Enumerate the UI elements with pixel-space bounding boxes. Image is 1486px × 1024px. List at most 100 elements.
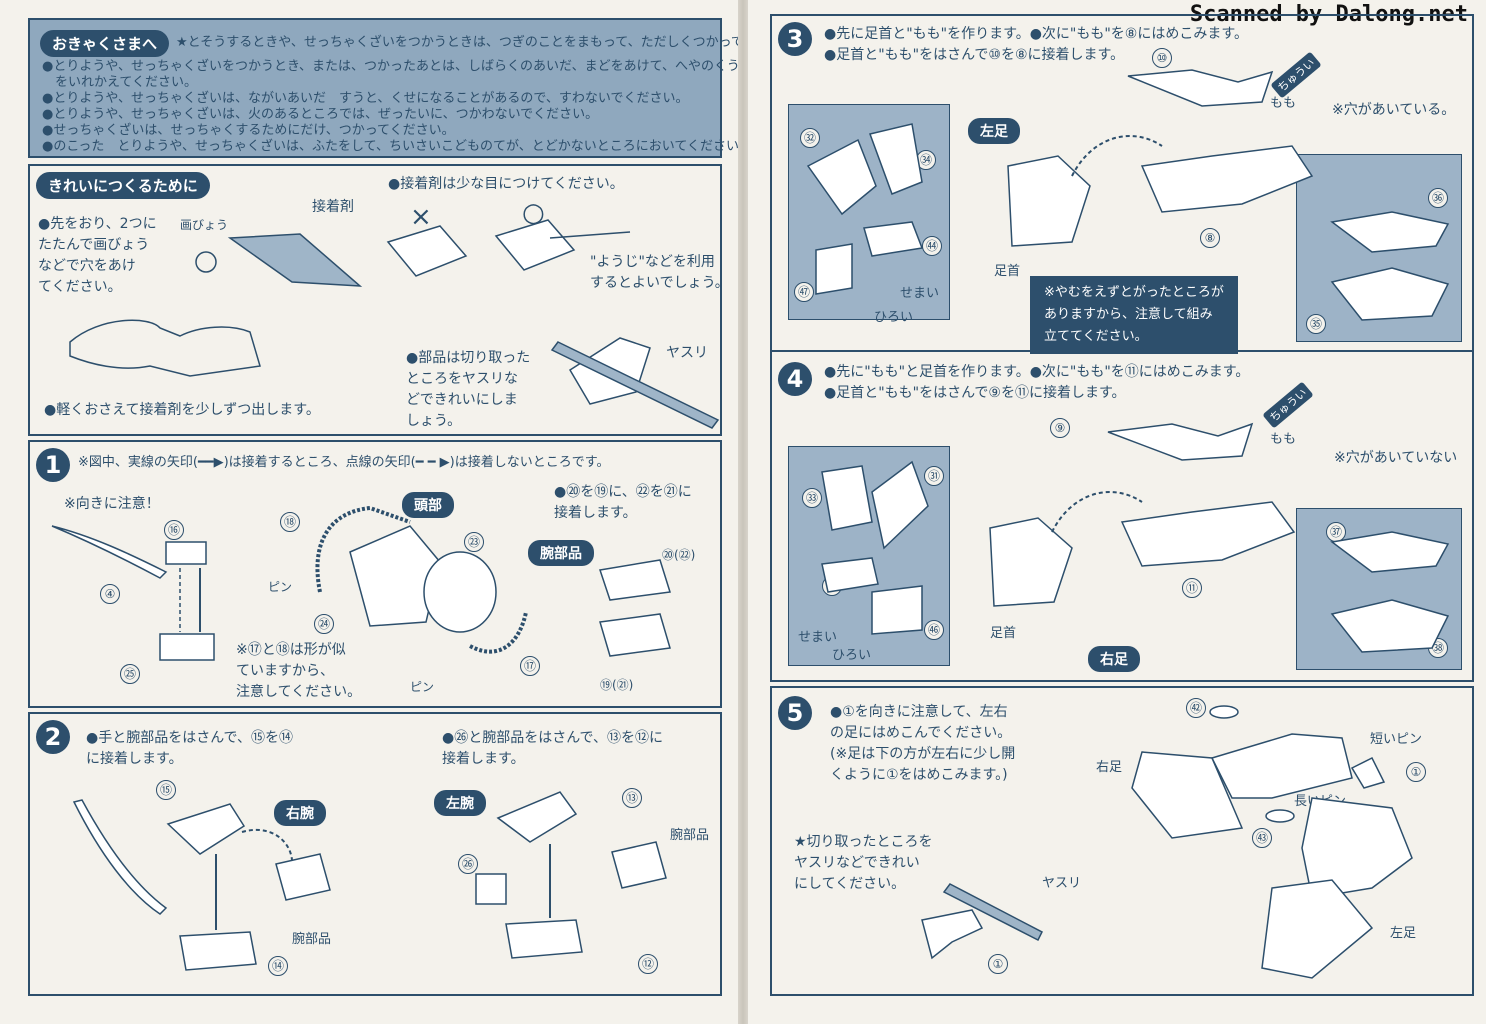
- arm-part-label: 腕部品: [292, 932, 332, 947]
- tips-title: きれいにつくるために: [36, 172, 210, 199]
- part-number: ㊷: [1186, 698, 1206, 718]
- part-number: ⑳(㉒): [662, 548, 696, 562]
- step-5: 5 ●①を向きに注意して、左右 の足にはめこんでください。 (※足は下の方が左右…: [770, 686, 1474, 996]
- customer-notice-item: ●とりようや、せっちゃくざいをつかうとき、または、つかったあとは、しばらくのあい…: [42, 59, 753, 74]
- wide-label: ひろい: [832, 648, 872, 663]
- narrow-label: せまい: [798, 630, 838, 645]
- left-arm-tag: 左腕: [434, 790, 486, 816]
- step-2-right-arm-instruction: ●手と腕部品をはさんで、⑮を⑭ に接着します。: [86, 730, 293, 767]
- part-number: ㉟: [1306, 314, 1326, 334]
- page-gutter: [738, 0, 748, 1024]
- head-back-icon: [423, 551, 497, 633]
- part-number: ⑬: [622, 788, 642, 808]
- arm-joint-icon: [611, 841, 667, 889]
- part-number: ⑩: [1152, 48, 1172, 68]
- customer-notice-item: ●のこった とりようや、せっちゃくざいは、ふたをして、ちいさいこどものてが、とど…: [42, 139, 752, 154]
- part-number: ㊸: [1252, 828, 1272, 848]
- direction-note: ※向きに注意！: [64, 496, 160, 512]
- ankle-left-icon: [806, 138, 877, 216]
- thigh-label: もも: [1270, 432, 1297, 447]
- toothpick-note: "ようじ"などを利用 するとよいでしょう。: [590, 254, 729, 291]
- customer-notice-item: ●とりようや、せっちゃくざいは、ながいあいだ すうと、くせになることがあるので、…: [42, 91, 689, 106]
- thumbtack-label: 画びょう: [180, 218, 229, 232]
- left-foot-icon: [1261, 879, 1374, 979]
- right-arm-tag: 右腕: [274, 800, 326, 826]
- lower-arm-icon: [179, 931, 257, 971]
- thigh-label: もも: [1270, 96, 1297, 111]
- step-1-arrow-legend: ※図中、実線の矢印(━━▶)は接着するところ、点線の矢印(━ ━ ▶)は接着しな…: [78, 455, 610, 470]
- no-hole-note: ※穴があいていない: [1334, 450, 1458, 466]
- step-2-left-arm-instruction: ●㉖と腕部品をはさんで、⑬を⑫に 接着します。: [442, 730, 663, 767]
- step-3-illustration: [806, 69, 1450, 321]
- ankle-right-icon: [869, 123, 923, 195]
- right-leg-tag: 右足: [1088, 646, 1140, 672]
- arm-part-top-icon: [599, 559, 671, 601]
- cap-icon: [1209, 705, 1239, 719]
- arm-part-label: 腕部品: [670, 828, 710, 843]
- toothpick-icon: [549, 231, 631, 239]
- part-number: ⑪: [1182, 578, 1202, 598]
- hole-instruction: ●先をおり、2つに たたんで画びょう などで穴をあけ てください。: [38, 216, 157, 295]
- thigh-bottom-icon: [1120, 501, 1296, 567]
- ankle-left-icon: [821, 465, 873, 531]
- step-1: 1 ※図中、実線の矢印(━━▶)は接着するところ、点線の矢印(━ ━ ▶)は接着…: [28, 440, 722, 708]
- ankle-base-icon: [863, 221, 924, 257]
- ankle-base-icon: [815, 243, 853, 295]
- step-5-illustration: [921, 705, 1413, 979]
- ankle-right-icon: [871, 460, 929, 550]
- glue-tube-icon: [227, 233, 363, 287]
- arm-joint-icon: [275, 853, 331, 901]
- thigh-bottom-icon: [1140, 145, 1314, 213]
- customer-notice-item: ●せっちゃくざいは、せっちゃくするためにだけ、つかってください。: [42, 123, 455, 138]
- part-number: ㊱: [1428, 188, 1448, 208]
- ankle-base-icon: [871, 585, 923, 635]
- part-number: ㉕: [120, 664, 140, 684]
- left-leg-tag: 左足: [968, 118, 1020, 144]
- foot-block-icon: [1007, 155, 1091, 247]
- wide-label: ひろい: [874, 310, 914, 325]
- part-number: ⑮: [156, 780, 176, 800]
- step-2-number: 2: [36, 720, 70, 754]
- head-instruction: ●⑳を⑲に、㉒を㉑に 接着します。: [554, 484, 692, 521]
- step-5-file-note: ★切り取ったところを ヤスリなどできれい にしてください。: [794, 834, 933, 892]
- sword-icon: [51, 525, 168, 579]
- upper-arm-icon: [496, 791, 578, 843]
- part-wrong-icon: [386, 225, 468, 277]
- customer-notice: おきゃくさまへ ★とそうするときや、せっちゃくざいをつかうときは、つぎのことをま…: [28, 18, 809, 158]
- foot-block-icon: [989, 517, 1073, 607]
- thumbtack-icon: [195, 251, 217, 273]
- part-number: ㉔: [314, 614, 334, 634]
- step-1-number: 1: [36, 448, 70, 482]
- step-4-instruction: ●先に"もも"と足首を作ります。●次に"もも"を⑪にはめこみます。 ●足首と"も…: [824, 364, 1250, 401]
- right-page: Scanned by Dalong.net 3 ●先に足首と"もも"を作ります。…: [748, 0, 1486, 1024]
- foot-top-icon: [1330, 211, 1450, 253]
- part-number: ㉝: [802, 488, 822, 508]
- file-label: ヤスリ: [1042, 876, 1082, 891]
- hand-part-icon: [165, 541, 207, 565]
- pin-part-icon: [921, 909, 984, 960]
- cap-icon: [1265, 809, 1295, 823]
- wrong-mark: ×: [410, 202, 432, 232]
- tips-section: きれいにつくるために ●接着剤は少な目につけてください。 ●先をおり、2つに た…: [28, 164, 729, 436]
- glue-label: 接着剤: [312, 199, 354, 215]
- part-number: ㊹: [922, 236, 942, 256]
- file-tool-icon: [550, 341, 720, 429]
- part-number: ①: [988, 954, 1008, 974]
- part-number: ⑱: [280, 512, 300, 532]
- part-number: ⑲(㉑): [600, 678, 634, 692]
- part-number: ⑭: [268, 956, 288, 976]
- part-number: ⑨: [1050, 418, 1070, 438]
- head-cable-icon: [315, 505, 411, 593]
- step-5-instruction: ●①を向きに注意して、左右 の足にはめこんでください。 (※足は下の方が左右に少…: [830, 704, 1016, 783]
- part-number: ㉜: [800, 128, 820, 148]
- pin-label: ピン: [410, 680, 435, 694]
- thigh-top-icon: [1127, 69, 1274, 107]
- head-cable-icon: [469, 611, 528, 654]
- foot-top-icon: [1330, 531, 1450, 573]
- part-number: ⑧: [1200, 228, 1220, 248]
- step-2: 2 ●手と腕部品をはさんで、⑮を⑭ に接着します。 ●㉖と腕部品をはさんで、⑬を…: [28, 712, 722, 996]
- step-2-illustration: [72, 791, 667, 971]
- lower-arm-icon: [505, 919, 583, 959]
- sword-icon: [72, 799, 168, 915]
- narrow-label: せまい: [900, 286, 940, 301]
